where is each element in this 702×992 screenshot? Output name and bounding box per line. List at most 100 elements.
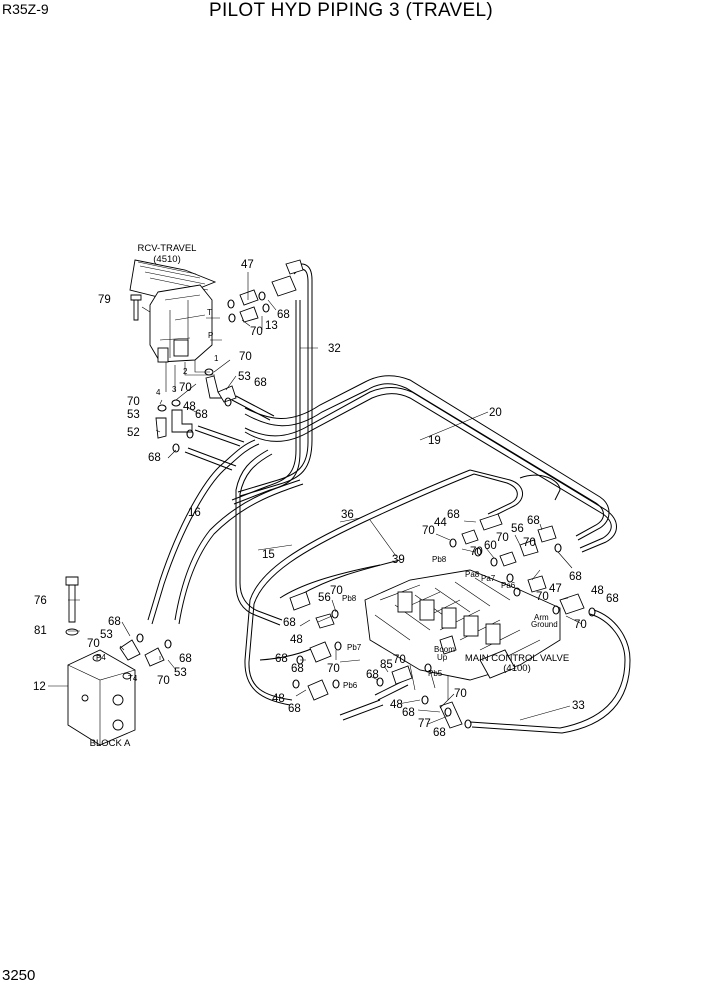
callout: 70	[157, 675, 170, 687]
callout: 68	[291, 663, 304, 675]
callout: 68	[254, 377, 267, 389]
port-pb7: Pb7	[347, 643, 362, 652]
callout: 68	[569, 571, 582, 583]
callout: 76	[34, 595, 47, 607]
mcv-code-label: (4100)	[503, 663, 530, 674]
callout: 68	[433, 727, 446, 739]
rcv-name-label: RCV-TRAVEL	[138, 243, 197, 254]
callout-numbers: 47 70 13 68 79 32 70 53 70 68 70 48 53 6…	[33, 259, 619, 739]
port-p: P	[208, 331, 213, 340]
callout: 68	[108, 616, 121, 628]
callout: 70	[536, 591, 549, 603]
callout: 33	[572, 700, 585, 712]
callout: 70	[179, 382, 192, 394]
boom-label-1: Boom	[434, 645, 455, 654]
callout: 85	[380, 659, 393, 671]
callout: 68	[288, 703, 301, 715]
rcv-code-label: (4510)	[153, 254, 180, 265]
block-a	[65, 576, 172, 746]
callout: 81	[34, 625, 47, 637]
callout: 70	[393, 654, 406, 666]
callout: 68	[447, 509, 460, 521]
callout: 70	[523, 537, 536, 549]
callout: 70	[574, 619, 587, 631]
page-title: PILOT HYD PIPING 3 (TRAVEL)	[208, 0, 494, 21]
callout: 70	[330, 585, 343, 597]
callout: 70	[422, 525, 435, 537]
callout: 70	[87, 638, 100, 650]
callout: 68	[277, 309, 290, 321]
callout: 70	[239, 351, 252, 363]
callout: 47	[549, 583, 562, 595]
leader-lines	[48, 272, 583, 725]
page-number: 3250	[2, 967, 36, 984]
callout: 70	[327, 663, 340, 675]
port-labels: T P 1 2 3 4 Pb8 Pb8 Pa8 Pa7 Pa6 Pb7 Pb6 …	[96, 308, 558, 690]
callout: 48	[290, 634, 303, 646]
callout: 44	[434, 517, 447, 529]
callout: 20	[489, 407, 502, 419]
callout: 48	[272, 693, 285, 705]
callout: 53	[174, 667, 187, 679]
callout: 68	[275, 653, 288, 665]
callout: 79	[98, 294, 111, 306]
callout: 68	[283, 617, 296, 629]
callout: 53	[238, 371, 251, 383]
callout: 39	[392, 554, 405, 566]
hose-lines	[147, 263, 631, 734]
arm-label-2: Ground	[531, 620, 558, 629]
mcv-name-label: MAIN CONTROL VALVE	[465, 653, 569, 664]
callout: 70	[470, 546, 483, 558]
arm-label-1: Arm	[534, 613, 549, 622]
component-labels: RCV-TRAVEL (4510) MAIN CONTROL VALVE (41…	[90, 243, 570, 749]
port-2: 2	[183, 367, 188, 376]
callout: 70	[454, 688, 467, 700]
port-pa6: Pa6	[501, 581, 516, 590]
callout: 48	[183, 401, 196, 413]
callout: 68	[366, 669, 379, 681]
port-pa8: Pa8	[465, 570, 480, 579]
callout: 68	[402, 707, 415, 719]
block-a-label: BLOCK A	[90, 738, 131, 749]
callout: 15	[262, 549, 275, 561]
callout: 56	[318, 592, 331, 604]
callout: 32	[328, 343, 341, 355]
port-t4: T4	[128, 674, 138, 683]
model-code: R35Z-9	[2, 1, 49, 17]
port-pb8b: Pb8	[432, 555, 447, 564]
callout: 56	[511, 523, 524, 535]
port-t: T	[207, 308, 212, 317]
main-control-valve	[364, 569, 561, 700]
callout: 53	[100, 629, 113, 641]
port-pb5: Pb5	[428, 669, 443, 678]
port-pb6: Pb6	[343, 681, 358, 690]
rcv-travel-valve	[129, 259, 222, 392]
callout: 60	[484, 540, 497, 552]
port-pb8: Pb8	[342, 594, 357, 603]
callout: 68	[527, 515, 540, 527]
callout: 53	[127, 409, 140, 421]
callout: 36	[341, 509, 354, 521]
callout: 70	[496, 532, 509, 544]
callout: 68	[148, 452, 161, 464]
callout: 70	[250, 326, 263, 338]
callout: 48	[591, 585, 604, 597]
port-p4: P4	[96, 653, 106, 662]
mcv-fittings	[289, 513, 596, 729]
callout: 19	[428, 435, 441, 447]
callout: 68	[179, 653, 192, 665]
callout: 77	[418, 718, 431, 730]
port-pa7: Pa7	[481, 574, 496, 583]
port-4: 4	[156, 388, 161, 397]
callout: 70	[127, 396, 140, 408]
callout: 13	[265, 320, 278, 332]
callout: 16	[188, 507, 201, 519]
callout: 68	[195, 409, 208, 421]
boom-label-2: Up	[437, 653, 448, 662]
callout: 47	[241, 259, 254, 271]
callout: 52	[127, 427, 140, 439]
port-1: 1	[214, 354, 219, 363]
port-3: 3	[172, 385, 177, 394]
